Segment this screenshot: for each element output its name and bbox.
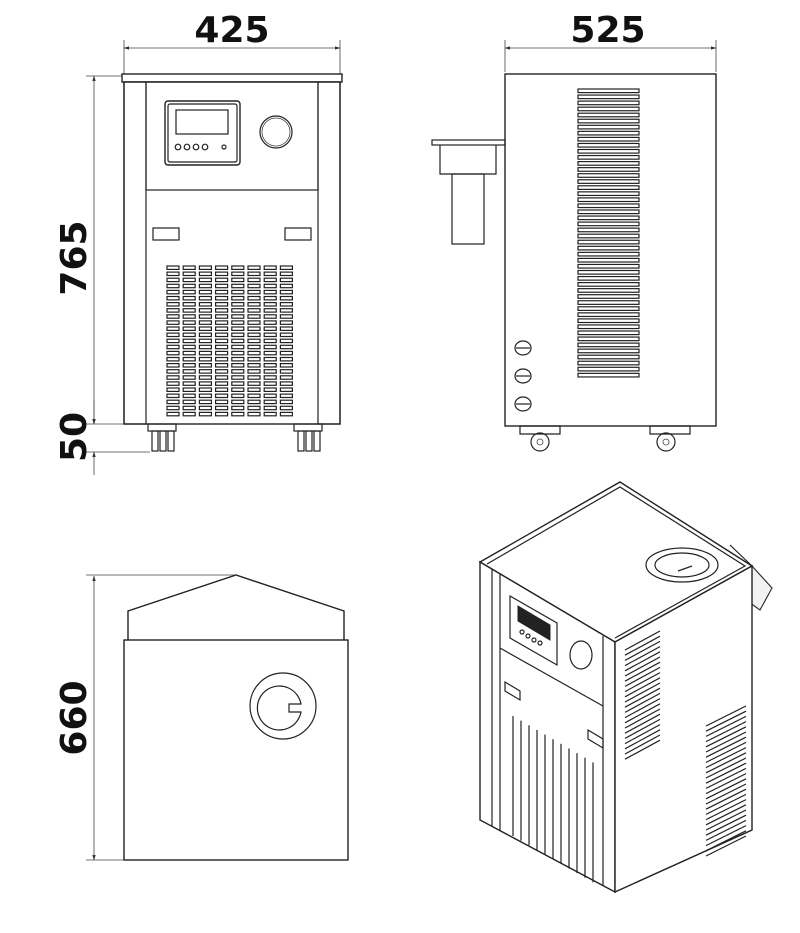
controller-display xyxy=(175,109,229,135)
tank-flange xyxy=(431,139,506,146)
side-port xyxy=(514,368,532,384)
caster-dimension-label: 50 xyxy=(54,412,95,462)
iso-handle xyxy=(504,680,521,702)
iso-controller-display xyxy=(517,605,551,641)
side-port xyxy=(514,340,532,356)
side-louvre-stack xyxy=(577,88,640,378)
tank-opening-outer xyxy=(249,672,317,740)
iso-gauge xyxy=(569,640,593,670)
isometric-view xyxy=(478,481,773,894)
controller-button xyxy=(192,143,200,151)
tank-tube xyxy=(451,173,485,245)
top-roof xyxy=(127,574,345,640)
front-handle-left xyxy=(152,227,180,241)
width-dimension-label: 425 xyxy=(194,10,269,51)
front-caster-right xyxy=(293,423,323,452)
front-top-cap xyxy=(121,73,343,83)
round-gauge xyxy=(259,115,293,149)
side-port xyxy=(514,396,532,412)
iso-right-louvres-lower xyxy=(705,705,747,857)
front-handle-right xyxy=(284,227,312,241)
iso-right-louvres-upper xyxy=(624,630,661,760)
controller-button xyxy=(174,143,182,151)
iso-handle xyxy=(587,728,604,750)
front-upper-panel xyxy=(145,81,319,191)
side-caster-left xyxy=(519,425,561,452)
front-view: 425 765 50 xyxy=(54,10,343,475)
front-caster-left xyxy=(147,423,177,452)
side-caster-right xyxy=(649,425,691,452)
top-view: 660 xyxy=(54,574,349,861)
iso-controller xyxy=(509,594,558,667)
depth-dimension-label: 525 xyxy=(570,10,645,51)
controller-panel xyxy=(164,100,241,166)
controller-indicator xyxy=(221,144,227,150)
top-body xyxy=(123,639,349,861)
tank-opening-inner xyxy=(256,685,302,731)
controller-button xyxy=(183,143,191,151)
iso-front-louvres xyxy=(512,716,594,883)
top-depth-dimension-label: 660 xyxy=(54,680,95,755)
iso-tank-ring xyxy=(645,547,719,583)
side-view: 525 xyxy=(431,10,717,452)
controller-button xyxy=(201,143,209,151)
front-louvre-grid xyxy=(166,265,293,417)
tank-cup xyxy=(439,145,497,175)
height-dimension-label: 765 xyxy=(54,220,95,295)
